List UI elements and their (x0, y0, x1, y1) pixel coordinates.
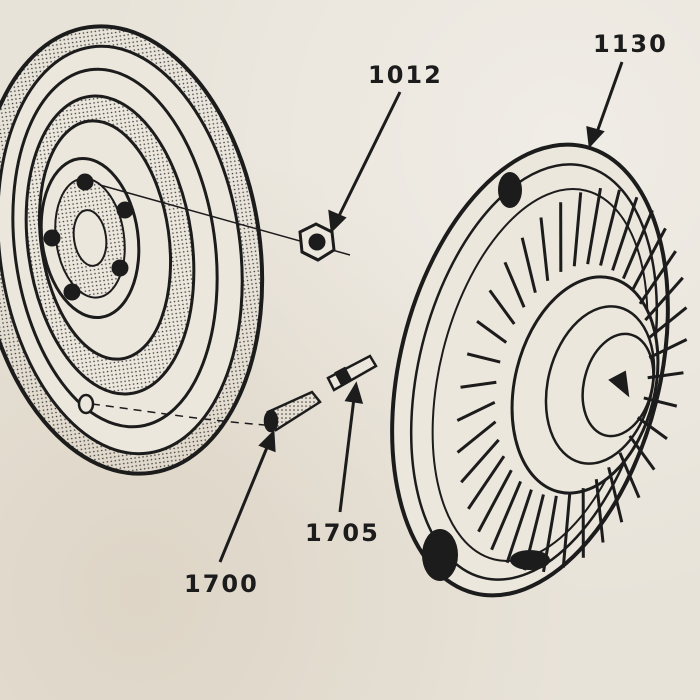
hub-cap-fin (572, 192, 583, 267)
hub-cap-fin (503, 261, 526, 308)
hub-cap-fin (476, 320, 508, 344)
hub-cap-fin (456, 400, 496, 422)
hub-cap-fin (599, 189, 621, 266)
hub-cap-fin (561, 493, 572, 568)
hub-cap-fin (542, 495, 558, 573)
hub-cap-fin (523, 494, 545, 571)
hub-cap-fin (607, 466, 624, 523)
valve-stem (263, 390, 322, 433)
part-number-1705: 1705 (305, 519, 380, 547)
hub-cap-fin (505, 489, 533, 564)
hub-cap-fin (644, 276, 684, 322)
hub-cap-fin (460, 380, 497, 389)
hub-cap-fin (631, 227, 667, 291)
leader-arrow-1130 (586, 61, 624, 149)
hub-cap-fin (466, 352, 501, 364)
part-number-1012: 1012 (368, 61, 443, 89)
hub-cap-fins (456, 187, 688, 573)
part-number-1700: 1700 (184, 570, 259, 598)
hub-cap-fin (638, 250, 677, 305)
hub-cap-fin (636, 416, 668, 440)
part-number-1130: 1130 (593, 30, 668, 58)
leader-arrow-1705 (338, 381, 364, 513)
hub-cap-fin (622, 209, 654, 280)
hub-cap-fin (594, 479, 605, 543)
hub-cap-fin (628, 435, 656, 471)
hub-cap (390, 142, 670, 598)
hub-cap-fin (490, 480, 522, 551)
valve-core (326, 354, 378, 392)
leader-arrow-1012 (328, 91, 402, 234)
hub-cap-fin (586, 187, 602, 265)
hub-cap-fin (618, 452, 641, 499)
hub-cap-fin (611, 196, 639, 271)
leader-arrow-1700 (218, 429, 276, 563)
hub-cap-fin (456, 420, 497, 454)
hub-cap-fin (643, 396, 678, 408)
hub-cap-fin (477, 469, 513, 533)
hub-cap-fin (647, 371, 684, 380)
hub-cap-fin (539, 217, 550, 281)
wheel-rim (0, 24, 265, 476)
wheel-nut (298, 222, 336, 262)
hub-cap-fin (467, 455, 506, 510)
hub-cap-fin (520, 237, 537, 294)
hub-cap-fin (647, 306, 688, 340)
hub-cap-fin (460, 438, 500, 484)
valve-hole-dashed-line (91, 403, 266, 426)
hub-cap-fin (648, 338, 688, 360)
hub-cap-fin (488, 289, 516, 325)
